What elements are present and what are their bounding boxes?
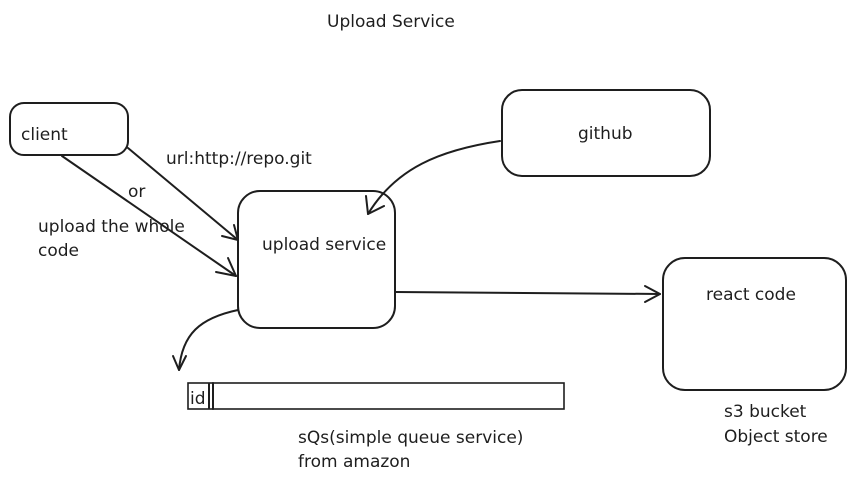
upload-code-arrowhead xyxy=(215,257,237,277)
queue-arrowhead xyxy=(172,355,187,371)
diagram-title: Upload Service xyxy=(327,12,455,32)
react-code-box xyxy=(662,257,847,391)
github-arrow xyxy=(367,140,501,215)
client-box xyxy=(9,102,129,156)
store-arrow xyxy=(394,291,661,295)
s3-caption-line1: s3 bucket xyxy=(724,402,807,422)
sqs-caption-line1: sQs(simple queue service) xyxy=(298,428,523,448)
upload-whole-label-line2: code xyxy=(38,241,79,261)
s3-caption-line2: Object store xyxy=(724,427,828,447)
sqs-caption-line2: from amazon xyxy=(298,452,410,472)
react-code-label: react code xyxy=(706,285,796,305)
upload-service-label: upload service xyxy=(262,235,386,255)
or-label: or xyxy=(128,182,145,202)
client-label: client xyxy=(21,125,68,145)
url-arrowhead xyxy=(221,224,239,241)
github-label: github xyxy=(578,124,633,144)
github-box xyxy=(501,89,711,177)
url-arrow xyxy=(127,147,239,241)
url-label: url:http://repo.git xyxy=(166,149,312,169)
sqs-queue xyxy=(187,382,565,410)
upload-whole-label-line1: upload the whole xyxy=(38,217,185,237)
github-arrowhead xyxy=(365,195,385,215)
queue-arrow xyxy=(178,309,239,371)
sqs-id-cell-label: id xyxy=(190,389,206,409)
upload-code-arrow xyxy=(61,155,237,277)
store-arrowhead xyxy=(644,285,661,303)
upload-service-box xyxy=(237,190,396,329)
